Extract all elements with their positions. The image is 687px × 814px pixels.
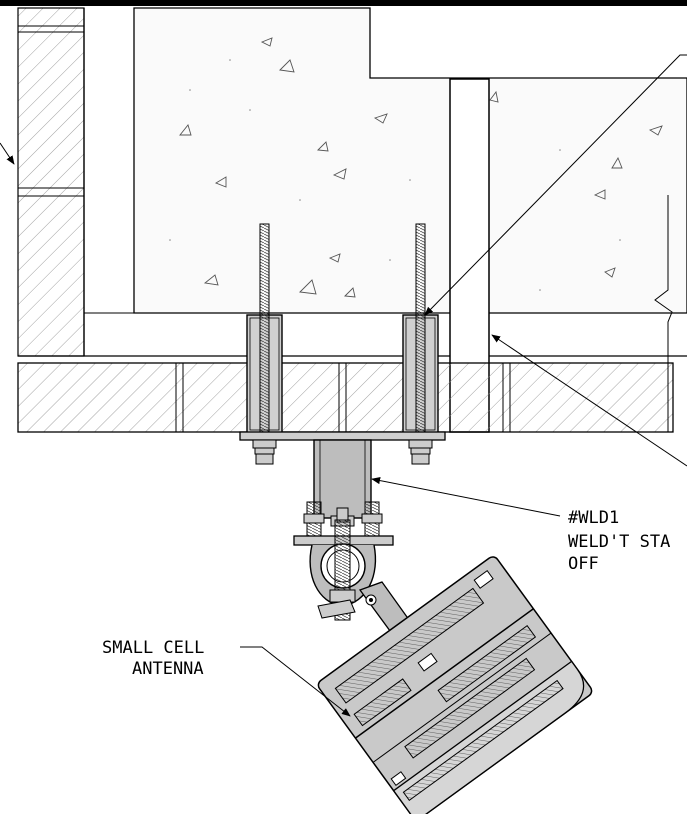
welded-standoff	[313, 439, 372, 519]
small-cell-antenna-body	[317, 556, 593, 814]
wld-label-line1: #WLD1	[568, 508, 619, 528]
leader-lines	[0, 54, 687, 717]
bottom-hatched-beam	[17, 355, 687, 433]
top-border	[0, 0, 687, 6]
small-cell-label-line2: ANTENNA	[132, 659, 204, 679]
nut-right	[408, 439, 433, 465]
left-wall-hatched	[17, 7, 85, 357]
nut-left	[252, 439, 277, 465]
wld-label-line3: OFF	[568, 554, 599, 574]
concrete-slab	[83, 7, 687, 356]
anchor-rod-left	[259, 223, 270, 463]
base-plate	[239, 431, 446, 441]
small-cell-label-line1: SMALL CELL	[102, 638, 204, 658]
wld-label-line2: WELD'T STA	[568, 532, 670, 552]
anchor-rod-right	[415, 223, 426, 463]
